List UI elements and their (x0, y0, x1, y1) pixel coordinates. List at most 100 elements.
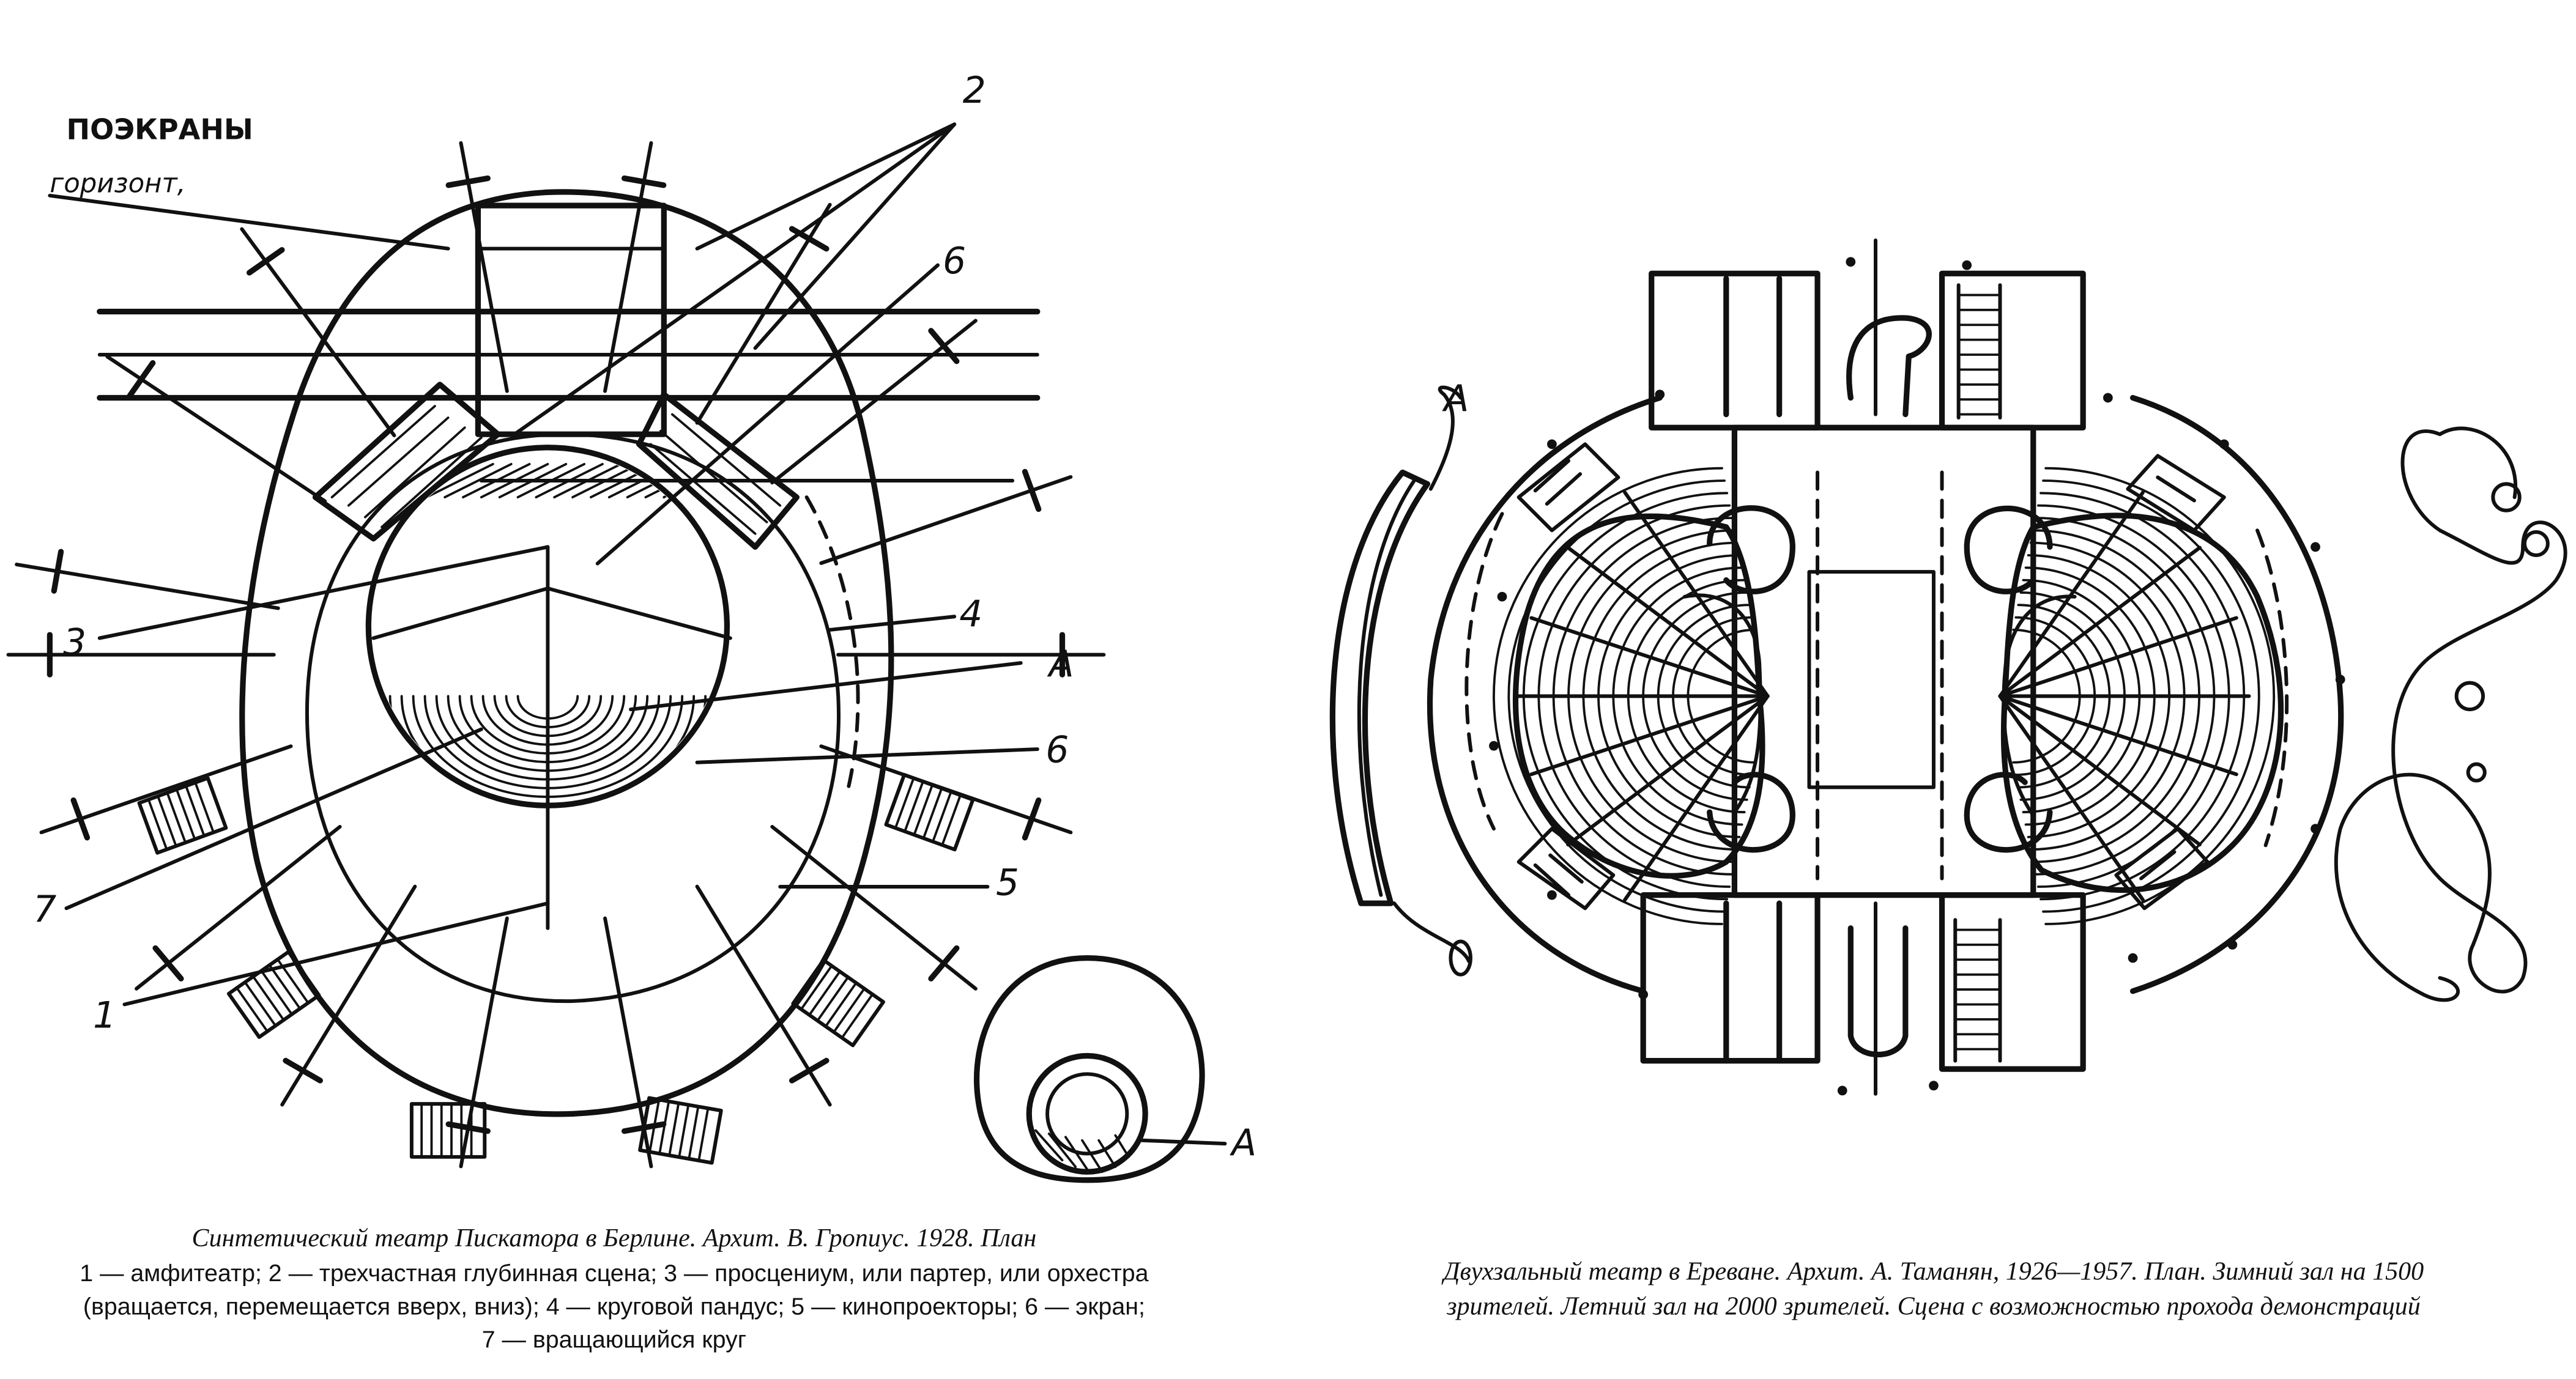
outer-dashed-right (2255, 528, 2289, 848)
right-caption-line-1: Двухзальный театр в Ереване. Архит. А. Т… (1441, 1257, 2424, 1285)
left-caption-legend-1: 1 — амфитеатр; 2 — трехчастная глубинная… (80, 1260, 1148, 1287)
projector-mark (445, 175, 491, 188)
left-arc-wall (1329, 469, 1431, 906)
lobe-right-bottom (1964, 772, 2053, 853)
projector-mark (445, 1121, 491, 1134)
left-caption-title: Синтетический театр Пискатора в Берлине.… (192, 1224, 1037, 1252)
label-1: 1 (93, 994, 116, 1037)
side-stage-right (636, 391, 800, 550)
projector-mark (247, 247, 285, 276)
projector-mark (928, 945, 960, 982)
seat-aisle (1623, 694, 1770, 902)
left-auditorium-seating (1493, 467, 1770, 925)
seat-row (1507, 479, 1726, 913)
stair-box (409, 1102, 487, 1159)
stair-step (941, 794, 962, 846)
projector-mark (789, 1057, 830, 1084)
staircase (638, 1096, 723, 1165)
label-7: 7 (33, 889, 56, 931)
stair-step (824, 982, 858, 1028)
stair-step (185, 785, 206, 837)
stair-step (252, 975, 285, 1021)
seat-aisle (1529, 616, 1770, 698)
label-6-top: 6 (943, 240, 966, 283)
label-5: 5 (996, 862, 1019, 904)
wall-tick (1846, 257, 1856, 267)
hatch-line (444, 462, 513, 498)
seat-aisle (1566, 694, 1770, 847)
wing-bottom-left (1640, 892, 1821, 1064)
wall-tick (2227, 940, 2238, 950)
stair-box (638, 1096, 723, 1165)
projector-mark (928, 328, 960, 364)
right-caption-line-2: зрителей. Летний зал на 2000 зрителей. С… (1446, 1292, 2421, 1320)
staircase (137, 776, 228, 855)
ramp-dashed (804, 495, 860, 797)
stage-block (1731, 424, 2036, 898)
wall-tick (1638, 989, 1649, 1000)
seat-aisle (1998, 694, 2145, 902)
inset-inner (1045, 1072, 1129, 1156)
left-arc-tail (1392, 901, 1471, 963)
handwritten-note-1: ПОЭКРАНЫ (67, 113, 253, 146)
wall-tick (2219, 439, 2229, 449)
staircase (409, 1102, 487, 1159)
wall-tick (2335, 675, 2345, 685)
projector-mark (127, 360, 156, 399)
left-caption-legend-2: (вращается, перемещается вверх, вниз); 4… (83, 1293, 1145, 1320)
stair-step (166, 791, 187, 844)
wall-tick (2103, 393, 2113, 403)
route-circle-3 (2454, 681, 2485, 712)
wall-tick (2311, 824, 2320, 834)
stair-step (688, 1105, 700, 1160)
wall-tick (1929, 1081, 1939, 1091)
wall-tick (1655, 390, 1665, 399)
projector-mark (1022, 468, 1042, 512)
piscator-theatre-plan: 2 6 3 4 A 6 5 7 1 ПОЭКРАНЫ горизонт, A (6, 70, 1256, 1183)
stair-step (808, 970, 841, 1016)
lobe-left-bottom (1707, 772, 1795, 853)
label-2: 2 (963, 70, 986, 112)
bottom-arch (1847, 925, 1909, 1057)
leader-lines (48, 122, 1039, 1007)
wing-bottom-right (1939, 892, 2086, 1072)
seat-aisle (1529, 694, 1770, 777)
inset-label-A: A (1229, 1122, 1256, 1164)
seat-row (1493, 467, 1723, 925)
side-stage-hatch (330, 405, 782, 535)
stair-step (648, 1098, 661, 1153)
projector-mark (283, 1057, 323, 1084)
projector-mark (70, 797, 91, 841)
stair-step (894, 777, 915, 829)
lobe-right-top (1964, 505, 2053, 594)
wall-tick (1497, 591, 1507, 602)
stair-step (175, 788, 196, 841)
wall-tick (2128, 953, 2138, 963)
ring-stairs (1516, 442, 2226, 911)
route-circle-4 (2466, 762, 2487, 783)
label-A-left: A (1047, 643, 1074, 686)
left-caption: Синтетический театр Пискатора в Берлине.… (80, 1224, 1148, 1353)
stair-step (841, 993, 874, 1039)
seat-aisle (1998, 490, 2145, 698)
lobe-left-top (1707, 505, 1795, 594)
stair-step (816, 976, 850, 1022)
label-4: 4 (959, 594, 982, 636)
stair-step (922, 787, 943, 840)
seat-aisle (1998, 694, 2238, 777)
inset-hatch (1034, 1129, 1130, 1174)
hatch-line (425, 462, 494, 498)
demonstration-route (2334, 429, 2567, 1002)
wall-tick (1489, 741, 1499, 751)
stair-step (194, 781, 215, 834)
outer-ellipse (1427, 394, 2344, 994)
stage-core (1807, 570, 1936, 789)
projector-mark (789, 226, 830, 252)
inner-ring (305, 432, 841, 1004)
seat-aisle (1998, 545, 2202, 698)
top-corridor (1723, 275, 1783, 418)
stair-box (791, 958, 885, 1048)
stair-step (157, 795, 177, 848)
yerevan-theatre-plan: А (1329, 238, 2567, 1096)
staircase (791, 958, 885, 1048)
